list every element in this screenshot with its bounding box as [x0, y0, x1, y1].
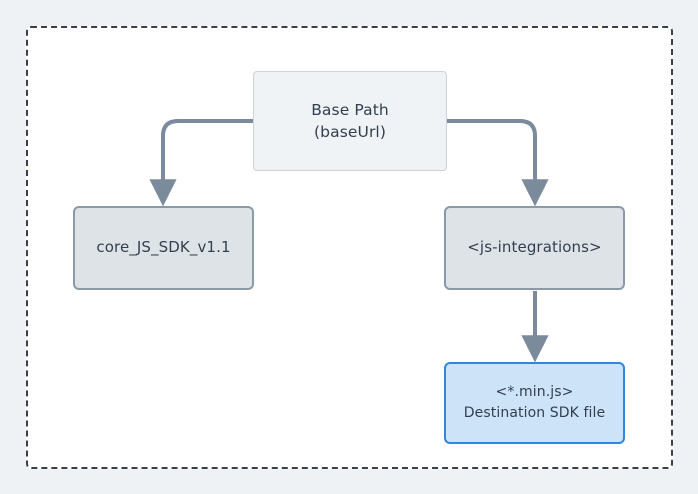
node-base-path-line1: Base Path — [311, 101, 389, 119]
node-destination-sdk-file[interactable]: <*.min.js> Destination SDK file — [444, 362, 625, 444]
node-js-integrations-label: <js-integrations> — [467, 238, 602, 257]
node-destination-sdk-file-line2: Destination SDK file — [463, 405, 606, 421]
node-destination-sdk-file-line1: <*.min.js> — [495, 384, 574, 400]
node-core-js-sdk[interactable]: core_JS_SDK_v1.1 — [73, 206, 254, 290]
node-core-js-sdk-label: core_JS_SDK_v1.1 — [96, 238, 231, 257]
node-base-path[interactable]: Base Path (baseUrl) — [253, 71, 447, 171]
node-base-path-line2: (baseUrl) — [314, 123, 386, 141]
node-js-integrations[interactable]: <js-integrations> — [444, 206, 625, 290]
